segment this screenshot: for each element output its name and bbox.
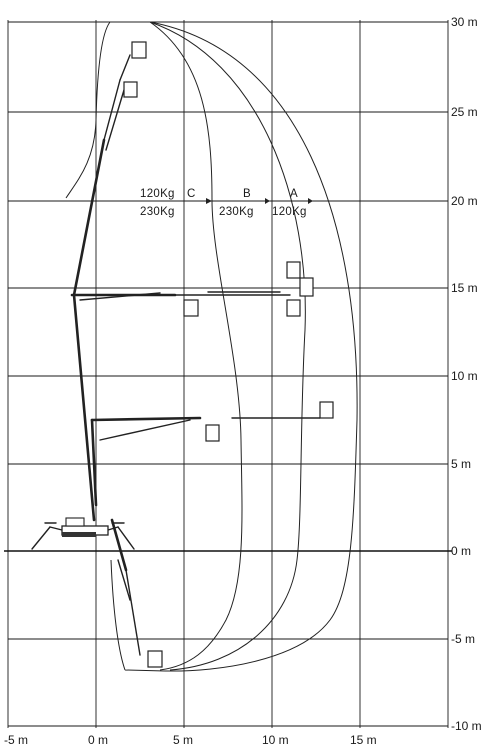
x-tick-minus-5: -5 m [4,733,28,747]
zone-labels: 120Kg C 230Kg B 230Kg A 120Kg [140,188,307,218]
y-tick-5: 5 m [451,457,471,471]
y-tick-minus-10: -10 m [451,719,482,733]
zone-b-load: 230Kg [219,206,254,218]
y-axis-labels: 30 m 25 m 20 m 15 m 10 m 5 m 0 m -5 m -1… [451,15,482,733]
y-tick-25: 25 m [451,105,478,119]
zone-a-load: 120Kg [272,206,307,218]
zone-c-top-load: 120Kg [140,188,175,200]
grid [7,20,449,728]
envelope-zone-a [108,21,358,672]
y-tick-0: 0 m [451,544,471,558]
envelope-bottom [110,559,166,672]
x-tick-15: 15 m [350,733,377,747]
boom-mid [70,261,314,317]
envelope-zone-b [149,21,306,671]
x-tick-10: 10 m [262,733,289,747]
y-tick-20: 20 m [451,194,478,208]
x-tick-0: 0 m [88,733,108,747]
x-tick-5: 5 m [173,733,193,747]
boom-low [90,401,334,507]
y-tick-10: 10 m [451,369,478,383]
envelope-inner [65,21,150,199]
y-tick-30: 30 m [451,15,478,29]
zone-a-letter: A [290,188,298,200]
zone-b-letter: B [243,188,251,200]
zone-markers [184,198,313,204]
envelope-zone-c [149,21,243,671]
boom-tall [72,41,147,522]
y-tick-minus-5: -5 m [451,632,475,646]
arrow-b-icon [265,198,270,204]
zone-c-bottom-load: 230Kg [140,206,175,218]
machine-base [31,517,135,550]
y-tick-15: 15 m [451,281,478,295]
arrow-a-icon [308,198,313,204]
boom-below [110,518,163,668]
zone-c-letter: C [187,188,196,200]
x-axis-labels: -5 m 0 m 5 m 10 m 15 m [4,733,377,747]
arrow-c-icon [206,198,212,204]
